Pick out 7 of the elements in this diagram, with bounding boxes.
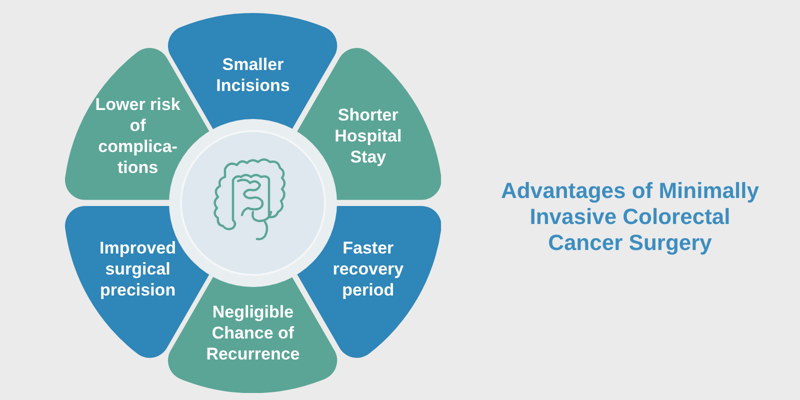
segment-label: Negligible Chance of Recurrence <box>205 301 301 364</box>
segment-label: Shorter Hospital Stay <box>334 104 403 168</box>
title: Advantages of Minimally Invasive Colorectal Cancer Surgery <box>500 178 760 256</box>
segment-label: Improved surgical precision <box>98 238 178 301</box>
segment-label: Lower risk of complica- tions <box>94 94 182 178</box>
segment-label: Faster recovery period <box>332 238 405 301</box>
segment-label: Smaller Incisions <box>215 54 291 96</box>
